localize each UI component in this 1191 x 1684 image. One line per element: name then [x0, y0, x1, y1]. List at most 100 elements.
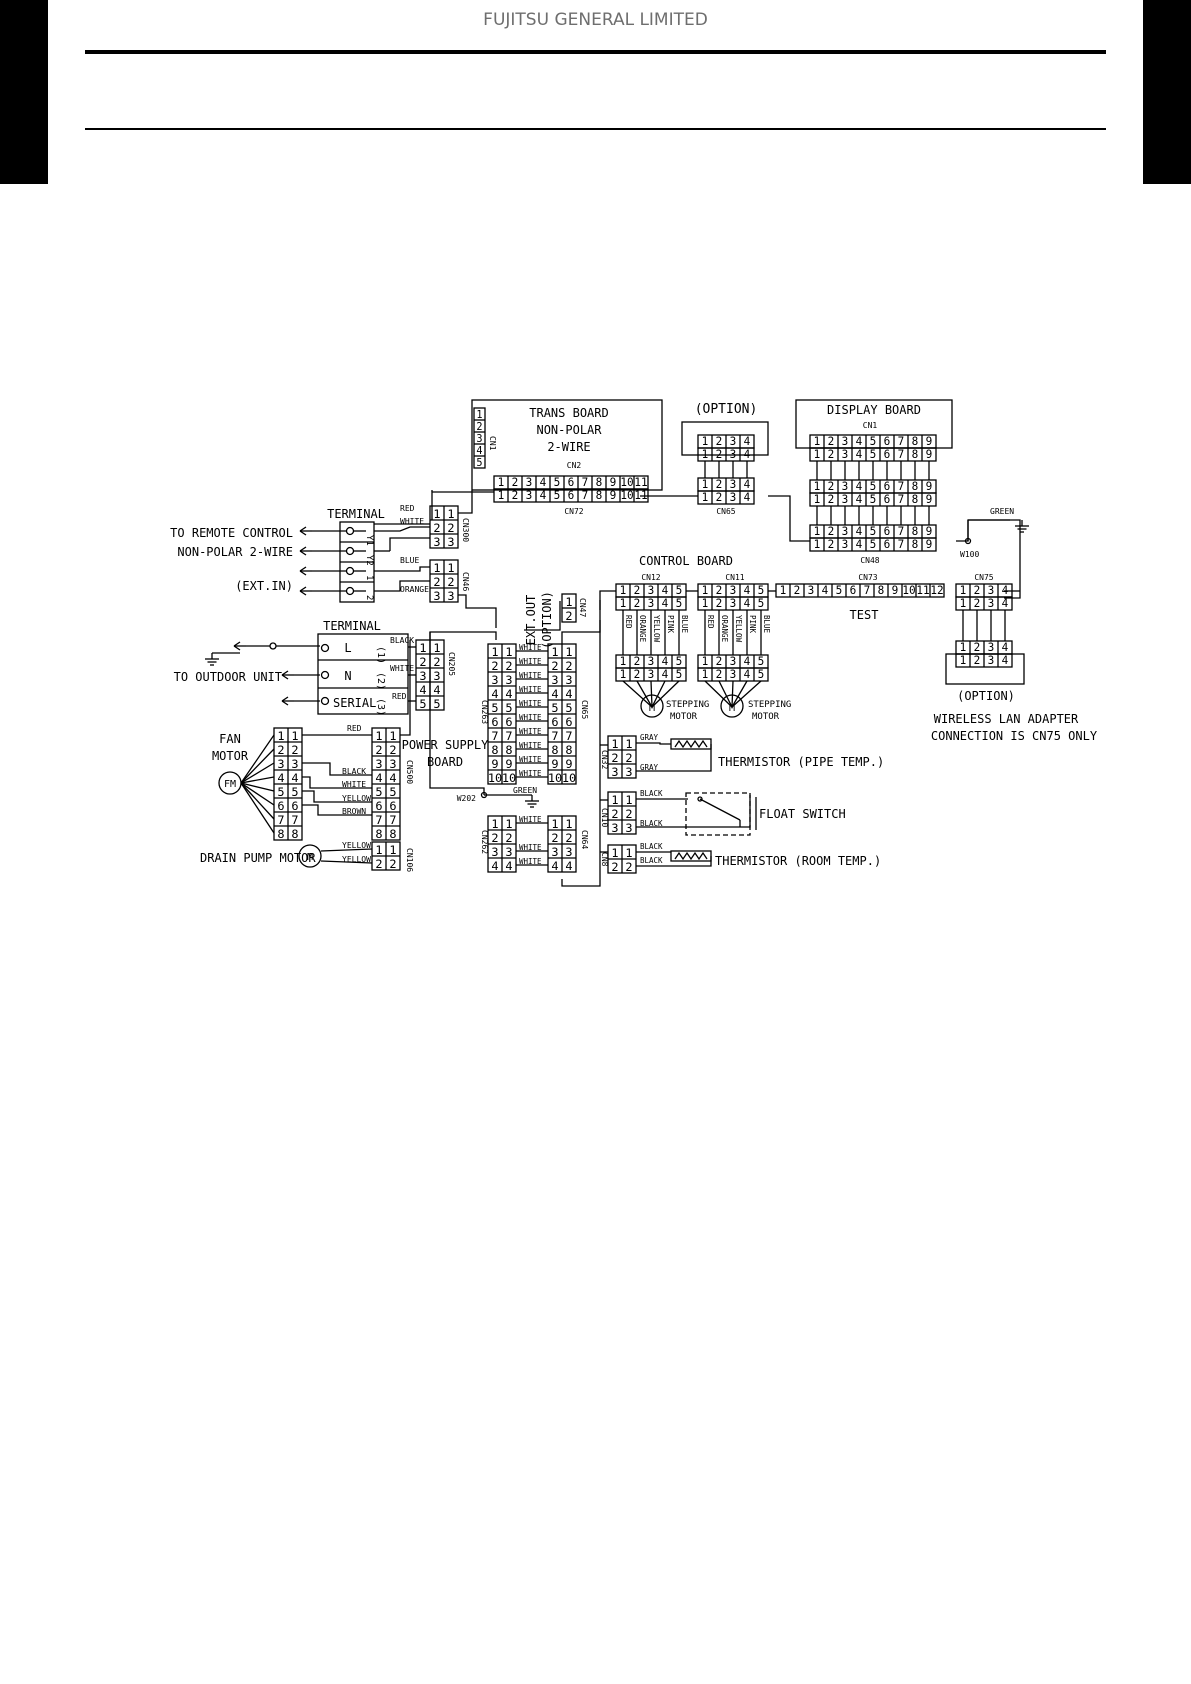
wire-gray-label: GRAY [640, 763, 659, 772]
arrow-head [299, 566, 307, 572]
pin-number: 4 [856, 493, 863, 506]
pin-number: 2 [433, 521, 440, 535]
fan-motor-lead [240, 782, 275, 820]
fan-motor-lead [240, 782, 275, 792]
pin-number: 4 [565, 859, 572, 873]
wire [389, 537, 430, 551]
pin-number: 1 [814, 538, 821, 551]
drain-pump-m: M [307, 852, 313, 863]
pin-number: 3 [291, 757, 298, 771]
pin-number: 3 [842, 538, 849, 551]
pin-number: 10 [562, 771, 576, 785]
wire-color-label: YELLOW [652, 615, 661, 643]
wire-color-label: BLUE [762, 615, 771, 634]
wire-white-label: WHITE [519, 713, 542, 722]
pin-number: 3 [447, 535, 454, 549]
pin-number: 7 [375, 813, 382, 827]
pin-number: 7 [582, 489, 589, 502]
pin-number: 10 [620, 489, 633, 502]
green-label: GREEN [513, 786, 537, 795]
pin-number: 8 [912, 538, 919, 551]
pin-number: 1 [780, 584, 787, 597]
pin-number: 1 [702, 584, 709, 597]
pin-number: 9 [610, 489, 617, 502]
pin-number: 1 [433, 507, 440, 521]
pin-number: 3 [648, 655, 655, 668]
outdoor-label: TO OUTDOOR UNIT [174, 670, 282, 684]
pin-number: 5 [676, 597, 683, 610]
pin-number: 2 [716, 478, 723, 491]
pin-number: 4 [744, 668, 751, 681]
terminal-screw [345, 526, 355, 536]
pin-number: 5 [565, 701, 572, 715]
cn12-row2 [615, 596, 687, 611]
drain-pump-symbol [298, 844, 322, 868]
pin-number: 2 [625, 860, 632, 874]
cn300-wire [458, 490, 473, 514]
pin-number: 4 [662, 597, 669, 610]
pin-number: 5 [870, 525, 877, 538]
pin-number: 6 [491, 715, 498, 729]
cn205-label: CN205 [447, 652, 456, 676]
pin-number: 5 [476, 458, 482, 469]
wire-white-label: WHITE [390, 664, 414, 673]
pin-number: 5 [870, 448, 877, 461]
pin-number: 3 [565, 845, 572, 859]
pin-number: 7 [277, 813, 284, 827]
trans-cn1-label: CN1 [488, 436, 497, 451]
pin-number: 4 [540, 476, 547, 489]
pin-number: 7 [565, 729, 572, 743]
pin-number: 2 [491, 831, 498, 845]
wire [302, 776, 372, 789]
pin-number: 10 [620, 476, 633, 489]
pin-number: 4 [1002, 584, 1009, 597]
display-cn1-label: CN1 [863, 421, 878, 430]
thermistor-zigzag [674, 739, 708, 749]
pin-number: 3 [988, 584, 995, 597]
option-top-label: (OPTION) [695, 402, 758, 417]
pin-number: 2 [447, 575, 454, 589]
pin-number: 1 [625, 737, 632, 751]
wire-gray-label: GRAY [640, 733, 659, 742]
arrow-head [299, 526, 307, 532]
pin-number: 8 [912, 448, 919, 461]
fan-motor-symbol [218, 771, 242, 795]
fan-motor-fm: FM [224, 779, 236, 790]
cn10-label: CN10 [600, 808, 609, 827]
pin-number: 5 [870, 538, 877, 551]
pin-number: 1 [375, 729, 382, 743]
option-right-box [945, 653, 1025, 685]
pin-number: 3 [730, 435, 737, 448]
pin-number: 2 [565, 659, 572, 673]
pin-number: 2 [512, 489, 519, 502]
stepping-label: STEPPING [748, 700, 791, 710]
pin-number: 4 [433, 683, 440, 697]
pin-number: 4 [1002, 641, 1009, 654]
wire-color-label: RED [706, 615, 715, 629]
pin-number: 3 [505, 673, 512, 687]
pin-number: 2 [419, 655, 426, 669]
wire-white-label: WHITE [519, 815, 542, 824]
pin-number: 8 [596, 489, 603, 502]
pin-number: 3 [730, 668, 737, 681]
cn48-row2 [809, 537, 937, 552]
pin-number: 1 [814, 493, 821, 506]
terminal-label-y1: Y1 [364, 535, 374, 546]
pin-number: 5 [277, 785, 284, 799]
pin-number: 4 [856, 525, 863, 538]
pin-number: 1 [491, 645, 498, 659]
wire [302, 790, 372, 803]
terminal-screw [320, 670, 330, 680]
pin-number: 5 [870, 435, 877, 448]
pin-number: 2 [974, 584, 981, 597]
pin-number: 1 [702, 478, 709, 491]
pin-number: 7 [389, 813, 396, 827]
arrow-head [281, 674, 289, 680]
wire [374, 566, 430, 572]
pin-number: 7 [864, 584, 871, 597]
pin-number: 8 [912, 525, 919, 538]
terminal-p3: (3) [375, 698, 386, 716]
pin-number: 4 [856, 448, 863, 461]
pin-number: 4 [744, 435, 751, 448]
wire [374, 526, 430, 532]
